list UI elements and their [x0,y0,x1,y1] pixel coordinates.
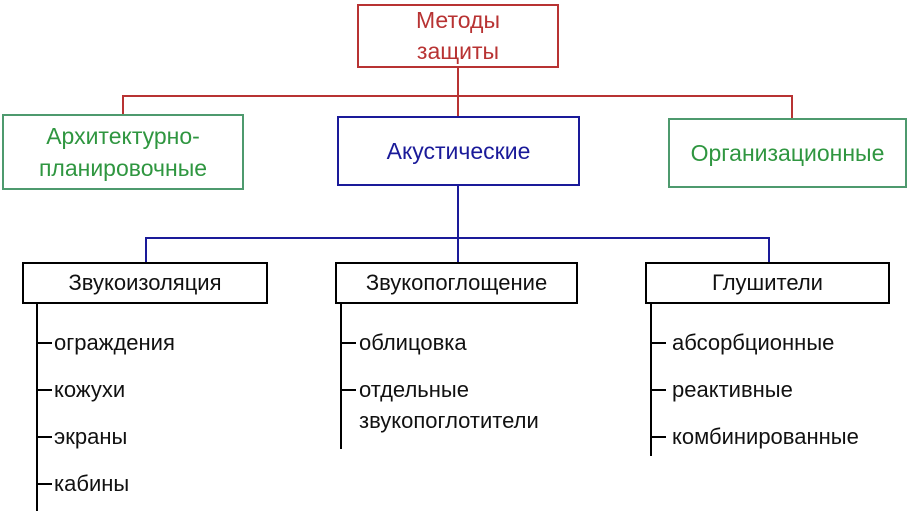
list-item-absorption: абсорбционные [672,330,835,355]
list-spine-sound-absorption [340,304,342,449]
node-acoustic-label: Акустические [386,137,531,164]
node-silencers: Глушители [645,262,890,304]
node-sound-absorption-label: Звукопоглощение [365,270,548,295]
list-item-fences: ограждения [54,330,175,355]
list-item-cladding: облицовка [359,330,467,355]
connector-acoustic-stem [457,186,459,239]
list-tick [36,342,52,344]
list-tick [36,389,52,391]
list-item-screens: экраны [54,424,128,449]
node-sound-insulation-label: Звукоизоляция [68,270,222,295]
connector-drop-sound-absorption [457,237,459,264]
node-acoustic: Акустические [337,116,580,186]
connector-drop-silencers [768,237,770,264]
node-organizational-label: Организационные [690,140,885,166]
list-tick [36,483,52,485]
list-spine-sound-insulation [36,304,38,511]
list-tick [340,389,356,391]
list-item-cabins: кабины [54,471,130,496]
node-sound-insulation: Звукоизоляция [22,262,268,304]
list-item-combined: комбинированные [672,424,859,449]
list-tick [650,436,666,438]
connector-drop-architectural [122,95,124,116]
node-silencers-label: Глушители [712,270,823,295]
node-protection-methods: Методы защиты [357,4,559,68]
list-tick [340,342,356,344]
list-spine-silencers [650,304,652,456]
list-tick [650,342,666,344]
connector-root-stem [457,68,459,97]
list-item-reactive: реактивные [672,377,793,402]
connector-drop-acoustic [457,95,459,118]
list-tick [36,436,52,438]
node-organizational: Организационные [668,118,907,188]
connector-drop-sound-insulation [145,237,147,264]
node-protection-methods-label: Методы защиты [416,7,500,64]
node-architectural-planning: Архитектурно- планировочные [2,114,244,190]
list-tick [650,389,666,391]
list-item-individual-absorbers: отдельные звукопоглотители [359,377,539,433]
node-architectural-planning-label: Архитектурно- планировочные [38,123,208,181]
connector-drop-organizational [791,95,793,120]
list-item-casings: кожухи [54,377,126,402]
node-sound-absorption: Звукопоглощение [335,262,578,304]
